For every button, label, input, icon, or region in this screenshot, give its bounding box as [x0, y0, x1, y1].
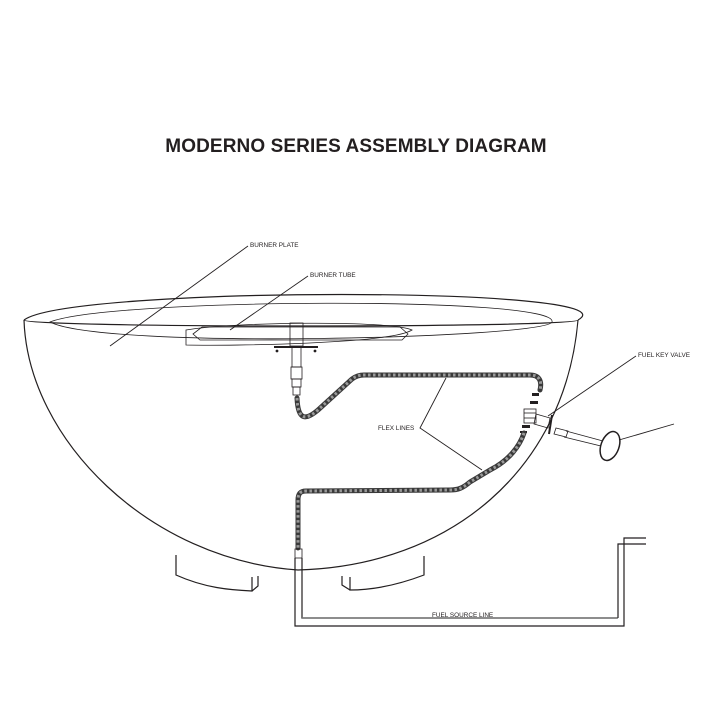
valve-fittings	[520, 393, 553, 435]
fuel-source-line	[294, 537, 646, 627]
fuel-key[interactable]	[553, 427, 624, 463]
label-fuel-key-valve: FUEL KEY VALVE	[638, 352, 690, 359]
lower-flex-line	[294, 430, 527, 559]
leader-lines	[109, 245, 675, 471]
bowl-feet	[175, 555, 425, 592]
diagram-title: MODERNO SERIES ASSEMBLY DIAGRAM	[165, 136, 547, 157]
label-fuel-source-line: FUEL SOURCE LINE	[432, 612, 493, 619]
label-burner-plate: BURNER PLATE	[250, 242, 299, 249]
fire-bowl	[23, 293, 583, 571]
burner-assembly	[185, 322, 413, 396]
label-flex-lines: FLEX LINES	[378, 425, 414, 432]
label-burner-tube: BURNER TUBE	[310, 272, 356, 279]
upper-flex-line	[294, 372, 544, 420]
